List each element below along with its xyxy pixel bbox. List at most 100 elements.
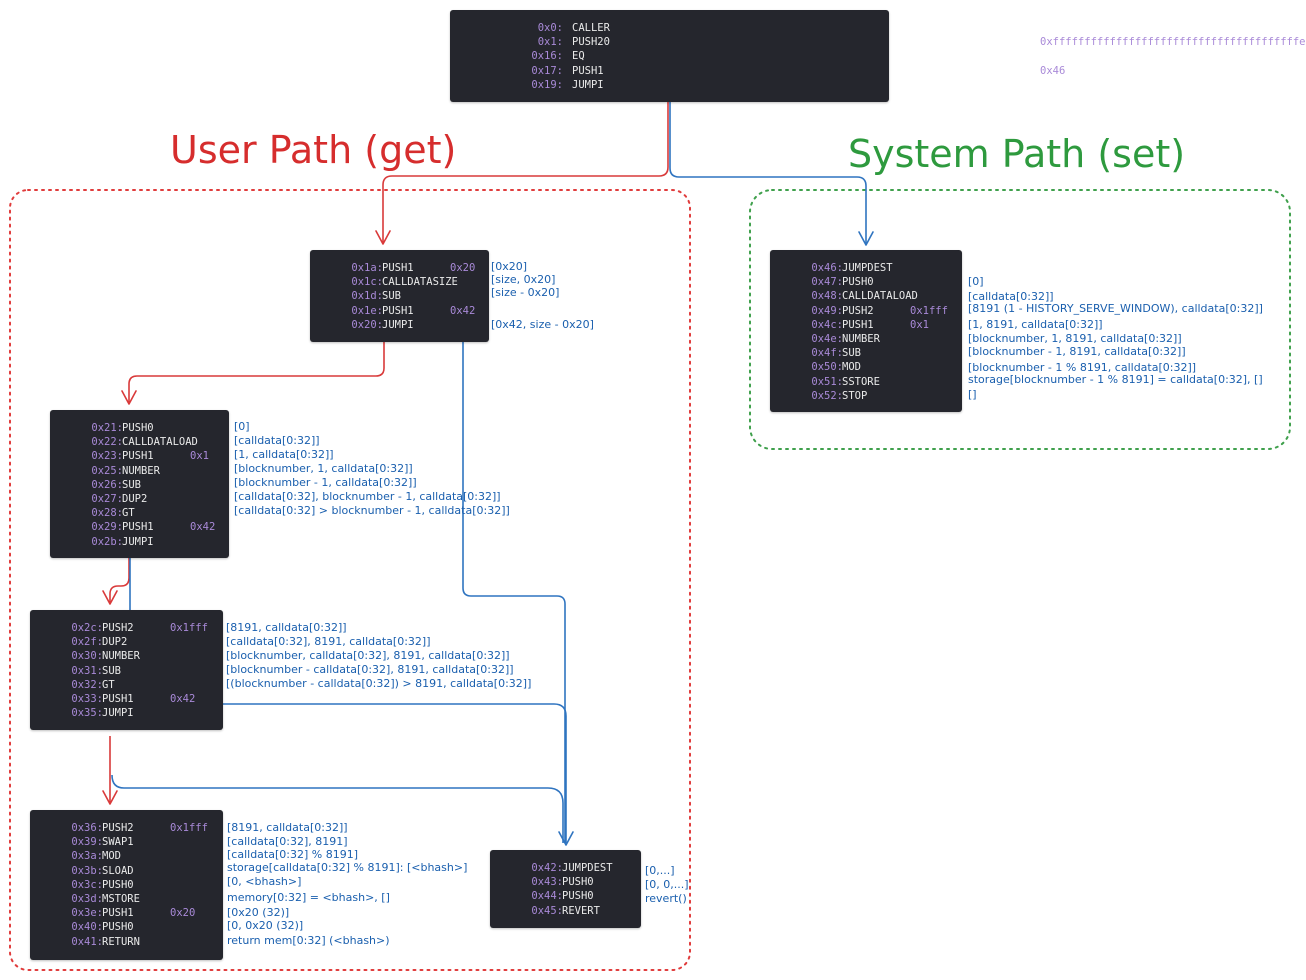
stack-annotation: [0x20] <box>491 260 528 273</box>
instruction-addr: 0x17: <box>531 64 563 77</box>
instruction-addr: 0x1c: <box>351 276 383 289</box>
instruction-addr: 0x1e: <box>351 304 383 317</box>
stack-annotation: [calldata[0:32]] <box>234 434 320 447</box>
instruction-op: CALLDATALOAD <box>842 290 918 303</box>
edge-check2-to-revert <box>223 703 567 843</box>
edge-check1-to-check2 <box>109 558 130 603</box>
instruction-op: CALLER <box>572 22 610 34</box>
instruction-addr: 0x2c: <box>71 622 103 634</box>
stack-annotation: [blocknumber, 1, 8191, calldata[0:32]] <box>968 332 1182 345</box>
instruction-addr: 0x1: <box>537 36 563 49</box>
instruction-op: MOD <box>842 361 861 374</box>
user-path-title: User Path (get) <box>170 128 457 172</box>
instruction-addr: 0x3c: <box>71 878 103 891</box>
stack-annotation: [calldata[0:32], 8191] <box>227 835 348 848</box>
stack-annotation: [0,...] <box>645 864 675 877</box>
instruction-arg: 0x1 <box>910 318 929 331</box>
user-path-frame <box>9 189 691 971</box>
instruction-addr: 0x20: <box>351 318 383 331</box>
instruction-op: CALLDATALOAD <box>122 436 198 449</box>
stack-annotation: [0x42, size - 0x20] <box>491 318 594 331</box>
stack-annotation: [blocknumber, 1, calldata[0:32]] <box>234 462 413 475</box>
instruction-arg: 0x46 <box>1040 64 1066 77</box>
instruction-addr: 0x47: <box>811 276 843 289</box>
instruction-addr: 0x45: <box>531 904 563 917</box>
instruction-addr: 0x1a: <box>351 262 383 274</box>
instruction-addr: 0x46: <box>811 262 843 274</box>
instruction-arg: 0x1fff <box>910 304 948 317</box>
instruction-addr: 0x50: <box>811 361 843 374</box>
instruction-op: DUP2 <box>122 493 148 505</box>
instruction-op: JUMPDEST <box>562 862 613 874</box>
instruction-op: PUSH2 <box>102 822 134 834</box>
instruction-arg: 0x1fff <box>170 622 208 634</box>
edge-check1-to-revert <box>111 774 564 843</box>
instruction-op: PUSH0 <box>842 276 874 289</box>
instruction-op: CALLDATASIZE <box>382 276 458 289</box>
edge-check2-to-read-arrow <box>102 790 118 805</box>
system-path-title: System Path (set) <box>848 132 1186 176</box>
instruction-addr: 0x21: <box>91 422 123 434</box>
instruction-addr: 0x1d: <box>351 290 383 303</box>
stack-annotation: [0] <box>234 420 250 433</box>
instruction-op: SUB <box>382 290 401 303</box>
stack-annotation: [blocknumber - 1, 8191, calldata[0:32]] <box>968 345 1186 358</box>
instruction-addr: 0x39: <box>71 836 103 849</box>
instruction-addr: 0x3d: <box>71 893 103 905</box>
instruction-addr: 0x35: <box>71 707 103 720</box>
edge-entry-to-user <box>382 102 669 243</box>
instruction-op: JUMPI <box>122 535 154 548</box>
instruction-op: SSTORE <box>842 375 880 388</box>
stack-annotation: [8191, calldata[0:32]] <box>226 621 347 634</box>
stack-annotation: [size - 0x20] <box>491 286 560 299</box>
stack-annotation: storage[blocknumber - 1 % 8191] = callda… <box>968 373 1263 386</box>
instruction-arg: 0x42 <box>450 304 476 317</box>
stack-annotation: [0, 0x20 (32)] <box>227 919 304 932</box>
instruction-addr: 0x16: <box>531 50 563 63</box>
instruction-arg: 0x20 <box>450 262 476 274</box>
instruction-arg: 0x1fff <box>170 822 208 834</box>
instruction-addr: 0x26: <box>91 478 123 491</box>
instruction-addr: 0x23: <box>91 450 123 463</box>
instruction-addr: 0x4e: <box>811 333 843 345</box>
edge-check1-to-check2-arrow <box>102 590 118 605</box>
edge-entry-to-system-arrow <box>858 231 874 246</box>
stack-annotation: [8191, calldata[0:32]] <box>227 821 348 834</box>
instruction-addr: 0x2b: <box>91 535 123 548</box>
instruction-arg: 0x42 <box>170 693 196 705</box>
instruction-addr: 0x29: <box>91 521 123 534</box>
system-path-frame <box>749 189 1291 450</box>
stack-annotation: [0, <bhash>] <box>227 875 302 888</box>
instruction-op: PUSH0 <box>122 422 154 434</box>
instruction-op: EQ <box>572 50 585 63</box>
edge-head-to-check1 <box>128 342 385 403</box>
instruction-op: PUSH0 <box>102 878 134 891</box>
instruction-addr: 0x31: <box>71 664 103 677</box>
instruction-arg: 0x20 <box>170 907 196 920</box>
instruction-addr: 0x0: <box>537 22 563 34</box>
instruction-op: PUSH1 <box>382 262 414 274</box>
instruction-op: SWAP1 <box>102 836 134 849</box>
instruction-op: NUMBER <box>122 464 160 477</box>
stack-annotation: memory[0:32] = <bhash>, [] <box>227 891 390 904</box>
instruction-op: STOP <box>842 389 868 402</box>
instruction-addr: 0x51: <box>811 375 843 388</box>
edge-entry-to-user-arrow <box>375 230 391 245</box>
instruction-op: REVERT <box>562 904 600 917</box>
instruction-op: MOD <box>102 850 121 863</box>
instruction-addr: 0x52: <box>811 389 843 402</box>
instruction-op: PUSH1 <box>382 304 414 317</box>
instruction-op: JUMPI <box>102 707 134 720</box>
instruction-addr: 0x25: <box>91 464 123 477</box>
instruction-op: PUSH0 <box>562 876 594 889</box>
instruction-addr: 0x49: <box>811 304 843 317</box>
stack-annotation: [calldata[0:32]] <box>968 290 1054 303</box>
instruction-addr: 0x27: <box>91 493 123 505</box>
instruction-arg: 0x1 <box>190 450 209 463</box>
